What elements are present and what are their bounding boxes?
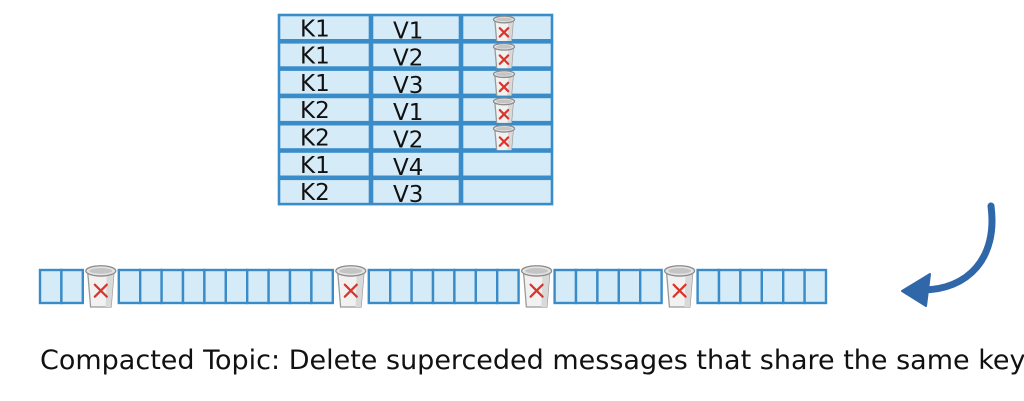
log-message-cell (803, 268, 828, 305)
log-message-cell (267, 268, 292, 305)
value-cell (370, 177, 462, 206)
value-cell (370, 150, 462, 179)
row-key: K2 (300, 98, 330, 124)
table-row: K1 V1 (277, 13, 554, 44)
log-message-cell (717, 268, 742, 305)
log-message-cell (596, 268, 621, 305)
trash-bin-with-x-icon (663, 265, 696, 308)
log-message-cell (474, 268, 499, 305)
row-key: K2 (300, 180, 330, 206)
log-message-cell (782, 268, 806, 305)
table-row: K1 V4 (277, 150, 554, 181)
log-segment (38, 268, 85, 305)
table-row: K2 V1 (277, 95, 554, 126)
value-cell (370, 68, 462, 97)
row-value: V3 (393, 73, 423, 99)
log-message-cell (38, 268, 63, 305)
table-row: K1 V2 (277, 40, 554, 72)
log-message-cell (410, 268, 435, 305)
row-value: V2 (393, 128, 423, 154)
trash-bin-with-x-icon (492, 42, 516, 71)
table-row: K1 V3 (277, 68, 554, 99)
trash-bin-with-x-icon (85, 265, 117, 308)
status-cell (460, 177, 554, 206)
log-message-cell (760, 268, 785, 305)
curved-arrow-icon (901, 202, 996, 307)
key-cell (277, 150, 372, 179)
key-cell (277, 40, 372, 69)
log-message-cell (117, 268, 142, 305)
key-cell (277, 177, 372, 206)
key-cell (277, 68, 372, 97)
value-cell (370, 122, 462, 151)
log-message-cell (639, 268, 663, 305)
status-cell (460, 150, 554, 179)
log-message-cell (389, 268, 413, 305)
log-message-cell (739, 268, 764, 305)
key-cell (277, 122, 372, 151)
value-cell (370, 40, 462, 69)
log-message-cell (617, 268, 642, 305)
log-message-cell (138, 268, 163, 305)
trash-bin-with-x-icon (492, 15, 516, 44)
key-cell (277, 13, 372, 42)
trash-bin-with-x-icon (492, 97, 516, 126)
log-message-cell (310, 268, 334, 305)
value-cell (370, 95, 462, 124)
row-value: V1 (393, 100, 423, 126)
key-cell (277, 95, 372, 124)
log-message-cell (367, 268, 392, 305)
row-key: K1 (300, 16, 330, 42)
row-key: K2 (300, 126, 330, 152)
log-message-cell (453, 268, 477, 305)
log-message-cell (160, 268, 185, 305)
table-row: K2 V2 (277, 122, 554, 154)
row-key: K1 (300, 71, 330, 97)
log-segment (117, 268, 334, 305)
compacted-log-strip (38, 265, 828, 308)
log-segment (367, 268, 520, 305)
log-segment (696, 268, 828, 305)
row-value: V2 (393, 46, 423, 72)
trash-bin-with-x-icon (520, 265, 553, 308)
log-message-cell (431, 268, 456, 305)
row-value: V1 (393, 18, 423, 44)
log-message-cell (203, 268, 227, 305)
log-message-cell (574, 268, 599, 305)
row-value: V4 (393, 155, 423, 181)
trash-bin-with-x-icon (492, 70, 516, 99)
diagram-caption: Compacted Topic: Delete superceded messa… (40, 345, 1024, 376)
value-cell (370, 13, 462, 42)
log-message-cell (181, 268, 206, 305)
log-message-cell (288, 268, 313, 305)
log-message-cell (245, 268, 270, 305)
log-message-cell (553, 268, 578, 305)
log-message-cell (496, 268, 520, 305)
row-key: K1 (300, 44, 330, 70)
log-message-cell (696, 268, 721, 305)
log-message-cell (60, 268, 85, 305)
row-value: V3 (393, 182, 423, 208)
log-message-cell (224, 268, 249, 305)
trash-bin-with-x-icon (492, 124, 516, 153)
row-key: K1 (300, 153, 330, 179)
trash-bin-with-x-icon (335, 265, 367, 308)
log-segment (553, 268, 663, 305)
table-row: K2 V3 (277, 177, 554, 208)
